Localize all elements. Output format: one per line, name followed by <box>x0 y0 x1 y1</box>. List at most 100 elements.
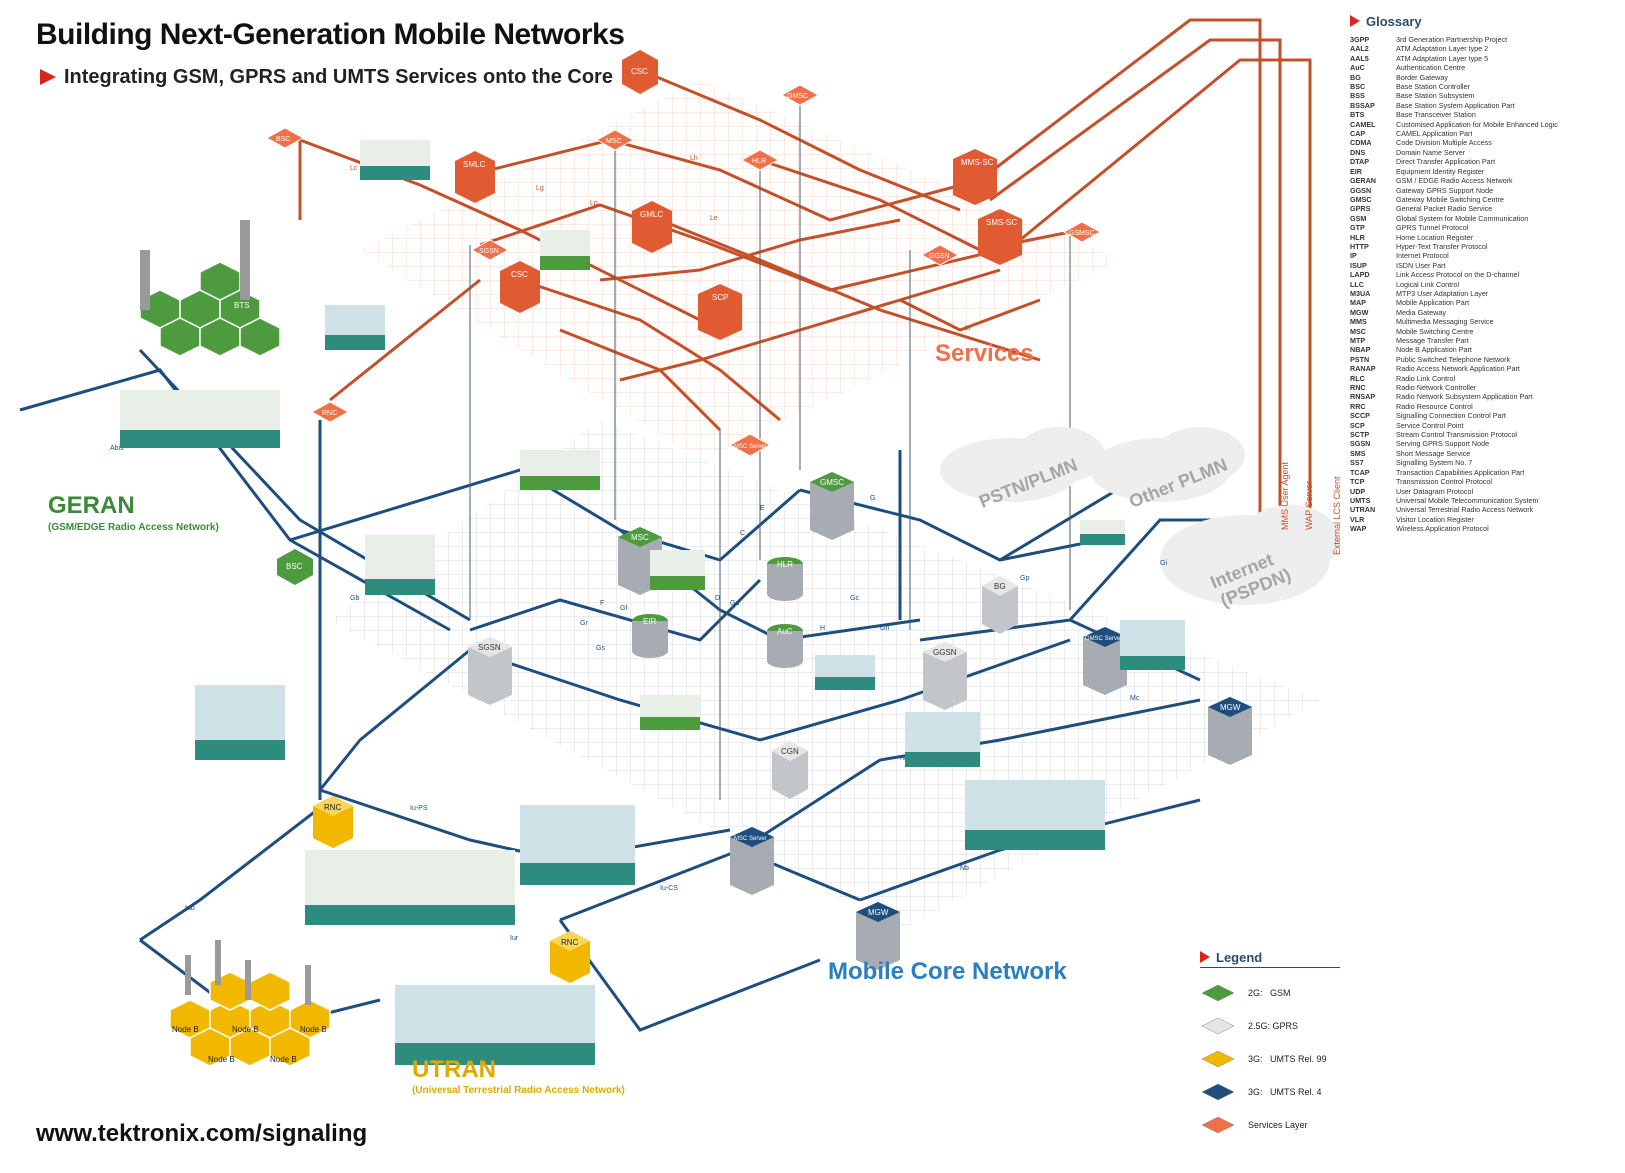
mms-user-agent-label: MMS User Agent <box>1280 461 1290 530</box>
services-node-sms-sc: SMS-SC <box>978 209 1022 265</box>
svg-text:GGSN: GGSN <box>933 648 957 657</box>
legend-item-label: 3G: UMTS Rel. 4 <box>1248 1086 1322 1097</box>
core-node-gmsc-server: GMSC Server <box>1083 627 1127 695</box>
legend-title-text: Legend <box>1216 950 1263 965</box>
legend-item: 3G: UMTS Rel. 99 <box>1200 1042 1340 1075</box>
glossary-definition: Gateway GPRS Support Node <box>1396 185 1494 195</box>
core-nodes: BSC MSC GMSC HLR EIR <box>277 472 1252 970</box>
geran-region-label: GERAN <box>48 492 135 519</box>
utran-region-full: (Universal Terrestrial Radio Access Netw… <box>412 1085 625 1096</box>
svg-text:GMSC: GMSC <box>820 478 844 487</box>
svg-text:Gc: Gc <box>850 595 859 602</box>
node-b-label-5: Node B <box>300 1025 327 1034</box>
svg-text:Gs: Gs <box>596 645 605 652</box>
glossary-definition: Message Transfer Part <box>1396 336 1469 345</box>
glossary-term: CAMEL <box>1350 119 1376 129</box>
core-node-eir: EIR <box>632 614 668 658</box>
glossary-definition: Customised Application for Mobile Enhanc… <box>1396 119 1558 129</box>
glossary-term: RNC <box>1350 383 1366 393</box>
core-node-auc: AuC <box>767 624 803 668</box>
glossary-definition: Radio Link Control <box>1396 373 1456 383</box>
services-node-gmsc-top: GMSC <box>780 84 820 106</box>
glossary-definition: Domain Name Server <box>1396 147 1466 157</box>
glossary-definition: Radio Access Network Application Part <box>1396 364 1520 374</box>
svg-text:GMSC Server: GMSC Server <box>1085 636 1122 642</box>
glossary-term: HTTP <box>1350 241 1369 251</box>
glossary-definition: Direct Transfer Application Part <box>1396 157 1496 167</box>
glossary-definition: Radio Network Subsystem Application Part <box>1396 392 1533 402</box>
protocol-stacks <box>120 140 1185 1065</box>
glossary-term: CAP <box>1350 129 1366 139</box>
glossary-definition: Code Division Multiple Access <box>1396 138 1492 148</box>
glossary-entry: IP Internet Protocol <box>1350 251 1620 260</box>
node-b-label-3: Node B <box>232 1025 259 1034</box>
glossary-entry: GGSN Gateway GPRS Support Node <box>1350 186 1620 195</box>
glossary-entry: TCP Transmission Control Protocol <box>1350 477 1620 486</box>
glossary-term: MTP <box>1350 336 1366 345</box>
glossary-term: GPRS <box>1350 204 1371 214</box>
core-node-cgn: CGN <box>772 741 808 799</box>
glossary-definition: Universal Mobile Telecommunication Syste… <box>1396 495 1539 505</box>
glossary-definition: Equipment Identity Register <box>1396 166 1485 176</box>
node-b-label-4: Node B <box>270 1055 297 1064</box>
services-node-bsc-top: BSC <box>265 127 305 149</box>
svg-text:MSC: MSC <box>606 138 622 145</box>
geran-towers <box>140 220 250 310</box>
svg-text:BG: BG <box>994 582 1006 591</box>
svg-text:Iur: Iur <box>510 935 519 942</box>
glossary-term: TCP <box>1350 477 1365 487</box>
glossary-definition: Transmission Control Protocol <box>1396 477 1492 487</box>
glossary-definition: GPRS Tunnel Protocol <box>1396 223 1469 233</box>
geran-cells <box>139 261 281 357</box>
glossary-term: UMTS <box>1350 495 1371 505</box>
glossary-term: GGSN <box>1350 185 1372 195</box>
glossary-term: AAL2 <box>1350 44 1369 54</box>
services-node-smlc: SMLC <box>455 151 495 203</box>
core-node-mgw-bottom: MGW <box>856 902 900 970</box>
svg-text:Nb: Nb <box>960 865 969 872</box>
access-node-rnc-1: RNC <box>313 796 353 848</box>
geran-region-full: (GSM/EDGE Radio Access Network) <box>48 522 219 533</box>
services-node-mms-sc: MMS-SC <box>953 149 997 205</box>
glossary-term: LAPD <box>1350 270 1370 280</box>
glossary-definition: Internet Protocol <box>1396 251 1449 261</box>
svg-text:SCP: SCP <box>712 293 728 302</box>
glossary-definition: Radio Resource Control <box>1396 401 1473 411</box>
legend-triangle-icon <box>1200 951 1210 963</box>
glossary-term: GSM <box>1350 213 1367 223</box>
core-node-sgsn: SGSN <box>468 637 512 705</box>
external-lcs-client-label: External LCS Client <box>1332 476 1342 555</box>
glossary-term: IP <box>1350 251 1357 261</box>
layer-connectors <box>469 95 1071 800</box>
core-region-label: Mobile Core Network <box>828 958 1067 985</box>
legend-swatch-icon <box>1201 1083 1235 1100</box>
svg-text:MSC Server: MSC Server <box>734 836 767 842</box>
svg-text:H: H <box>820 625 825 632</box>
glossary-title-text: Glossary <box>1366 14 1422 29</box>
svg-text:Lc: Lc <box>350 165 358 172</box>
legend-swatch-icon <box>1201 1116 1235 1133</box>
services-node-gmlc: GMLC <box>632 201 672 253</box>
glossary-definition: CAMEL Application Part <box>1396 129 1473 139</box>
glossary-term: PSTN <box>1350 354 1370 364</box>
glossary-definition: Logical Link Control <box>1396 279 1460 289</box>
access-node-rnc-2: RNC <box>550 931 590 983</box>
glossary-definition: MTP3 User Adaptation Layer <box>1396 288 1489 298</box>
core-node-msc-server: MSC Server <box>730 827 774 895</box>
svg-text:SMS-SC: SMS-SC <box>986 218 1017 227</box>
svg-text:Abis: Abis <box>110 445 124 452</box>
